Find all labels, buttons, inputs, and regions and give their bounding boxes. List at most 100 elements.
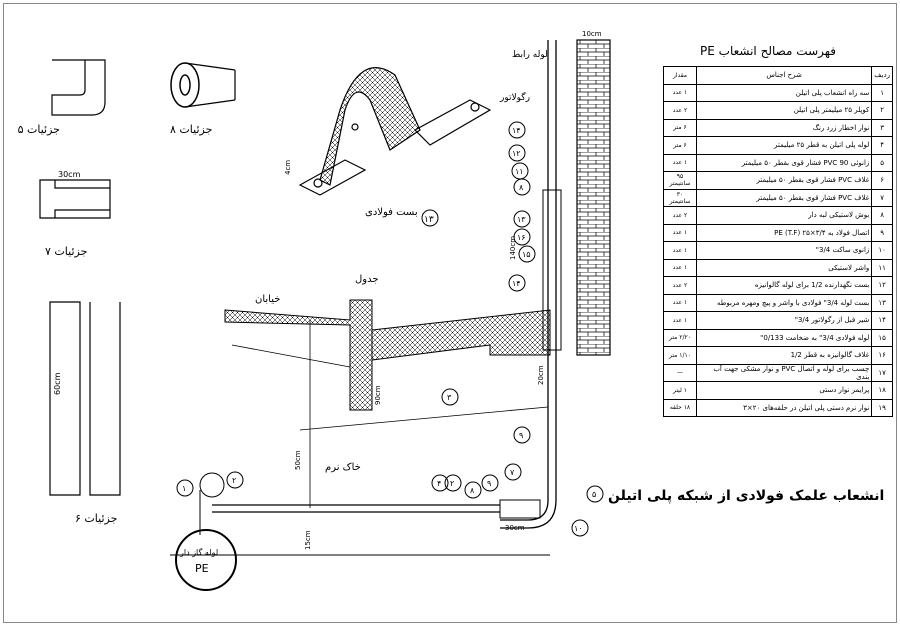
callouts: ۱۴ ۱۲ ۱۱ ۸ ۱۳ ۱۶ ۱۵ ۱۴ ۳ ۹ ۱ ۲ ۴ ۲ ۸ ۹ ۷… [176,121,604,537]
detail6-label: جزئیات ۶ [75,512,117,525]
cell-desc: لوله پلی اتیلن به قطر ۲۵ میلیمتر [695,136,873,155]
callout-14: ۱۴ [512,126,521,135]
cell-desc: بست لوله 3/4" فولادی با واشر و پیچ ومهره… [695,293,873,312]
riser-dim: 140cm [509,236,517,260]
cell-desc: زانوی ساکت 3/4" [695,241,873,260]
cell-no: ۵ [871,153,893,172]
cell-qty: ۲ عدد [663,206,697,225]
cell-qty: ۱ عدد [663,311,697,330]
connector-pipe-label: لوله رابط [512,50,548,60]
cell-no: ۷ [871,188,893,207]
cell-desc: نوار اخطار زرد رنگ [695,118,873,137]
cell-no: ۳ [871,118,893,137]
riser-pipe [500,40,557,529]
cell-qty: ۱۸ حلقه [663,398,697,417]
callout-4: ۴ [437,479,441,488]
detail6-dim: 60cm [53,372,62,395]
detail7-label: جزئیات ۷ [45,245,87,258]
detail6-sleeve [49,301,121,496]
cell-desc: کوپلر ۲۵ میلیمتر پلی اتیلن [695,101,873,120]
callout-2b: ۲ [450,479,454,488]
callout-13: ۱۳ [517,215,526,224]
cell-qty: ۱ عدد [663,223,697,242]
cell-desc: زانوئی PVC 90 فشار قوی بقطر ۵۰ میلیمتر [695,153,873,172]
cell-desc: بوش لاستیکی لبه دار [695,206,873,225]
cell-qty: ۶ متر [663,118,697,137]
callout-8b: ۸ [470,486,475,495]
curb-label: جدول [355,274,379,285]
detail5-elbow [51,59,106,116]
cell-no: ۱۲ [871,276,893,295]
callout-9b: ۹ [487,479,491,488]
cell-no: ۸ [871,206,893,225]
callout-9: ۹ [519,431,523,440]
street-surface [224,299,373,411]
riser-sleeve [542,189,562,351]
detail8-bushing [170,62,236,108]
cell-qty: ۲/۲۰ متر [663,328,697,347]
callout-5: ۵ [592,490,596,499]
pe-service-pipe [212,504,500,513]
regulator-label: رگولاتور [499,91,530,103]
clamp-label: بست فولادی [365,207,418,218]
drawing-title: انشعاب علمک فولادی از شبکه پلی اتیلن [608,488,885,504]
cell-no: ۱۹ [871,398,893,417]
cell-qty: ۱/۱۰ متر [663,346,697,365]
cell-desc: بست نگهدارنده 1/2 برای لوله گالوانیزه [695,276,873,295]
sheet-border [3,3,897,623]
detail5-label: جزئیات ۵ [18,123,60,136]
cell-desc: غلاف گالوانیزه به قطر 1/2 [695,346,873,365]
cover-dim: 50cm [294,450,302,470]
callout-13a [421,209,439,227]
cell-qty: ۱ عدد [663,293,697,312]
callout-16: ۱۶ [517,233,526,242]
sleeve-dim: 30cm [505,524,525,532]
header-no: ردیف [871,66,893,85]
materials-table-title: فهرست مصالح انشعاب PE [700,44,837,58]
bed-dim: 15cm [304,530,312,550]
callout-15: ۱۵ [522,250,531,259]
cell-desc: شیر قبل از رگولاتور 3/4" [695,311,873,330]
cell-desc: اتصال فولاد به PE (T.F) ۲۵×۳/۴ [695,223,873,242]
cell-no: ۱۳ [871,293,893,312]
gas-main [175,529,237,591]
pvc-sleeve [499,499,541,519]
callout-3: ۳ [447,393,452,402]
cell-no: ۱۴ [871,311,893,330]
cell-no: ۲ [871,101,893,120]
detail7-dim: 30cm [58,170,81,179]
cell-qty: ۲ عدد [663,101,697,120]
depth-dim: 90cm [374,385,382,405]
cell-desc: سه راه انشعاب پلی اتیلن [695,83,873,102]
cell-qty: — [663,363,697,382]
callout-1: ۱ [182,484,186,493]
callout-14b: ۱۴ [512,279,521,288]
sidewalk [371,309,551,361]
cell-no: ۶ [871,171,893,190]
cell-no: ۴ [871,136,893,155]
callout-12: ۱۲ [512,149,521,158]
brick-wall [576,39,611,356]
callout-11: ۱۱ [515,167,524,176]
cell-qty: ۱ لیتر [663,381,697,400]
callout-8: ۸ [519,183,524,192]
cell-no: ۱۶ [871,346,893,365]
cell-qty: ۲ عدد [663,276,697,295]
callout-10: ۱۰ [574,524,583,533]
cell-qty: ۱ عدد [663,83,697,102]
cell-no: ۱۵ [871,328,893,347]
clamp-dim: 4cm [284,160,292,175]
